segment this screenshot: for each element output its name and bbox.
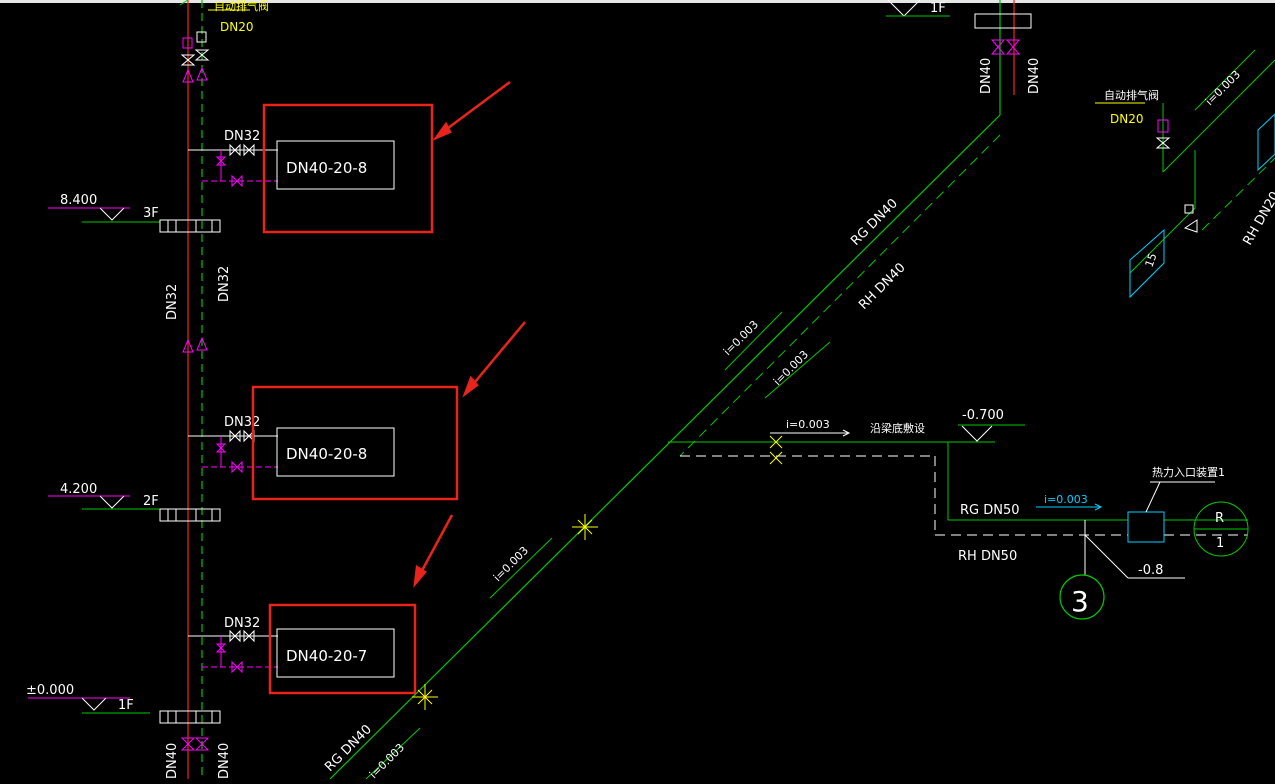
entrance-device-box[interactable] xyxy=(1127,511,1165,543)
highlight-box-2f xyxy=(251,385,459,501)
entrance-elev: -0.8 xyxy=(1138,563,1163,578)
highlight-box-1f xyxy=(268,603,417,695)
rg-dn40-lower: RG DN40 xyxy=(322,722,375,775)
highlight-box-3f xyxy=(262,103,434,234)
radiator-label-1f: DN40-20-7 xyxy=(286,647,367,665)
level-3f: 8.400 3F xyxy=(48,193,221,233)
r1-bottom: 1 xyxy=(1216,536,1224,551)
top-right-fittings: 1F xyxy=(886,0,1032,55)
level-floor-1f: 1F xyxy=(118,698,134,713)
top-riser-dn-right: DN40 xyxy=(1027,58,1042,94)
riser-dn-label-right: DN32 xyxy=(217,266,232,302)
heat-entrance: RG DN50 RH DN50 i=0.003 热力入口装置1 R 1 -0.8… xyxy=(958,466,1249,620)
horizontal-run: i=0.003 沿梁底敷设 -0.700 xyxy=(668,408,1248,536)
branch-dn-3f: DN32 xyxy=(224,129,260,144)
r1-top: R xyxy=(1215,511,1224,526)
branch-2f: DN32 xyxy=(188,415,278,474)
right-valve-label: 自动排气阀 xyxy=(1104,88,1159,102)
slope-label-d: i=0.003 xyxy=(367,741,407,779)
detail-circle-number: 3 xyxy=(1071,585,1089,618)
rg-dn40-upper: RG DN40 xyxy=(848,196,901,249)
entrance-rg: RG DN50 xyxy=(960,503,1020,518)
right-slope: i=0.003 xyxy=(1203,68,1243,108)
right-rh-label: RH DN20 xyxy=(1240,189,1275,248)
horizontal-elev: -0.700 xyxy=(962,408,1004,423)
horizontal-slope: i=0.003 xyxy=(786,418,830,431)
rh-dn40-upper: RH DN40 xyxy=(856,260,908,312)
riser-bottom-dn-left: DN40 xyxy=(165,743,180,779)
branch-1f: DN32 xyxy=(188,616,278,674)
annotation-arrows xyxy=(413,80,526,589)
radiator-box-3f[interactable] xyxy=(276,140,395,190)
top-riser-dn-left: DN40 xyxy=(979,58,994,94)
radiator-label-3f: DN40-20-8 xyxy=(286,159,367,177)
right-dn20: DN20 xyxy=(1110,112,1144,126)
right-cluster: 自动排气阀 DN20 i=0.003 15 RH DN20 xyxy=(1095,49,1275,299)
riser-dn-label-left: DN32 xyxy=(165,284,180,320)
top-dn-label: DN20 xyxy=(220,20,254,34)
entrance-slope: i=0.003 xyxy=(1044,493,1088,506)
level-elev-2f: 4.200 xyxy=(60,482,97,497)
window-top-edge xyxy=(0,0,1275,3)
slope-label-b: i=0.003 xyxy=(771,348,811,388)
riser-bottom-dn-right: DN40 xyxy=(217,743,232,779)
right-radiator-number: 15 xyxy=(1143,251,1160,269)
radiator-label-2f: DN40-20-8 xyxy=(286,445,367,463)
level-1f: ±0.000 1F xyxy=(26,683,221,724)
branch-dn-1f: DN32 xyxy=(224,616,260,631)
slope-label-a: i=0.003 xyxy=(721,318,761,358)
entrance-device-label: 热力入口装置1 xyxy=(1152,466,1225,479)
level-2f: 4.200 2F xyxy=(48,482,221,522)
branch-dn-2f: DN32 xyxy=(224,415,260,430)
level-elev-3f: 8.400 xyxy=(60,193,97,208)
air-vent-valves-top xyxy=(180,31,210,83)
top-right-floor: 1F xyxy=(930,1,946,16)
radiator-box-1f[interactable] xyxy=(276,628,395,678)
horizontal-note: 沿梁底敷设 xyxy=(870,421,925,435)
level-floor-2f: 2F xyxy=(143,494,159,509)
level-floor-3f: 3F xyxy=(143,206,159,221)
radiator-box-2f[interactable] xyxy=(276,427,395,477)
entrance-rh: RH DN50 xyxy=(958,549,1017,564)
level-elev-1f: ±0.000 xyxy=(26,683,74,698)
detail-circle-3 xyxy=(1059,574,1105,620)
top-cut-label: 自动排气阀 xyxy=(214,0,269,13)
